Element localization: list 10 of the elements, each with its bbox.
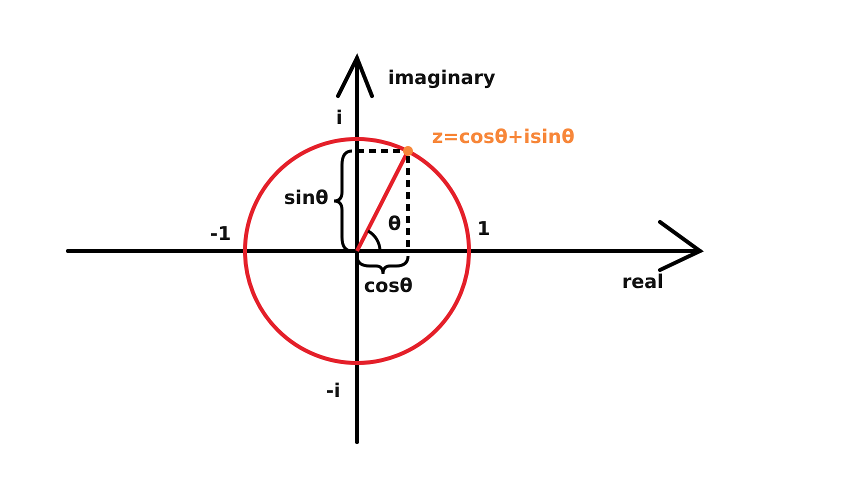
axis-label: i — [336, 108, 343, 129]
point-label: z=cosθ+isinθ — [432, 127, 574, 148]
brace-label: cosθ — [364, 276, 413, 297]
tick-label: -1 — [210, 224, 232, 245]
tick-label: -i — [326, 381, 340, 402]
brace-label: sinθ — [284, 188, 328, 209]
angle-label: θ — [388, 214, 402, 235]
axis-label: real — [622, 272, 664, 293]
axis-label: imaginary — [388, 68, 496, 89]
tick-label: 1 — [477, 219, 490, 240]
